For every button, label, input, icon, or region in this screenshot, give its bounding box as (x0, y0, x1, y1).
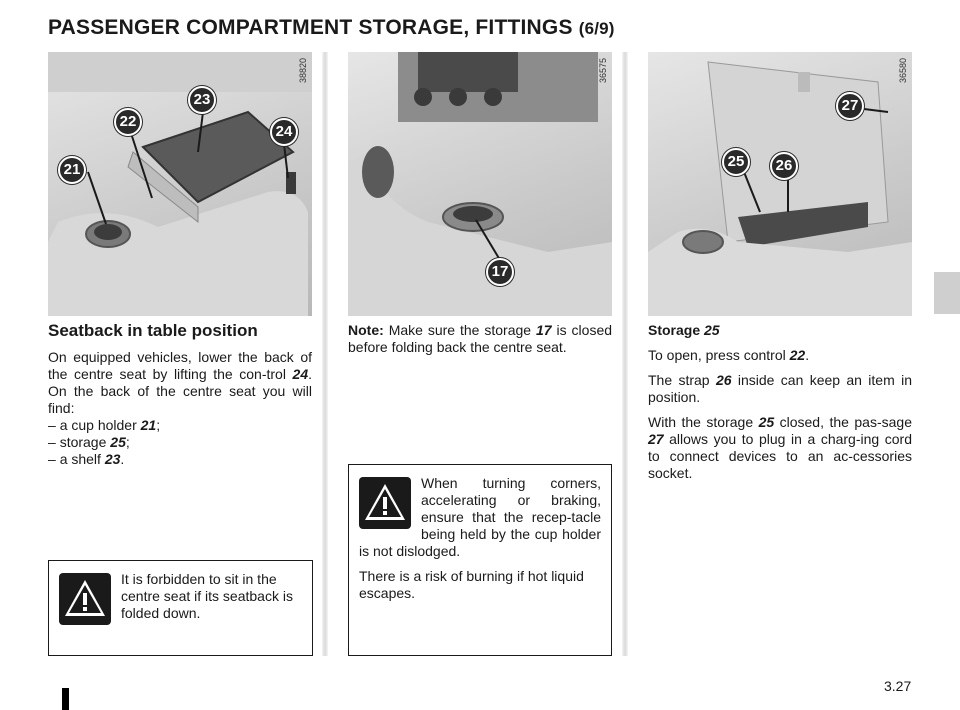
callout-22: 22 (114, 108, 142, 136)
storage-heading: Storage 25 (648, 322, 912, 339)
section-heading: Seatback in table position (48, 321, 258, 340)
text-span: . (805, 347, 810, 363)
text-span: inside can keep an item in position. (648, 372, 912, 405)
callout-24: 24 (270, 118, 298, 146)
right-column-text: Storage 25 To open, press control 22. Th… (648, 322, 912, 490)
ref-24: 24 (292, 366, 309, 382)
list-item-ref: 21 (140, 417, 157, 433)
list-item-label: a cup holder (59, 417, 141, 433)
list-item: a cup holder 21; (48, 417, 312, 434)
storage-note: Note: Make sure the storage 17 is closed… (348, 322, 612, 356)
callout-17: 17 (486, 258, 514, 286)
figure-storage-compartment: 36580 25 26 27 (648, 52, 912, 316)
ref-25: 25 (704, 322, 720, 338)
intro-text-b: . On the back of the centre seat you wil… (48, 366, 312, 416)
section-tab (934, 272, 960, 314)
callout-25: 25 (722, 148, 750, 176)
seatback-intro: On equipped vehicles, lower the back of … (48, 349, 312, 417)
figure-ref: 38820 (298, 58, 308, 84)
corner-mark (62, 688, 69, 710)
middle-column-text: Note: Make sure the storage 17 is closed… (348, 322, 612, 364)
list-item-end: . (120, 451, 125, 467)
page-number: 3.27 (884, 678, 912, 694)
figure-cup-holder: 36575 17 (348, 52, 612, 316)
warning-icon (359, 477, 411, 529)
left-column-text: Seatback in table position On equipped v… (48, 322, 312, 468)
figure-seatback-table-drawing (48, 52, 312, 316)
strap-text: The strap 26 inside can keep an item in … (648, 372, 912, 406)
storage-open-text: To open, press control 22. (648, 347, 912, 364)
callout-21: 21 (58, 156, 86, 184)
figure-cup-holder-drawing (348, 52, 612, 316)
warning-text-1: When turning corners, accelerating or br… (359, 475, 601, 559)
text-span: With the storage (648, 414, 759, 430)
storage-label: Storage (648, 322, 705, 338)
warning-icon (59, 573, 111, 625)
figure-storage-compartment-drawing (648, 61, 912, 316)
note-label: Note: (348, 322, 384, 338)
warning-text-2: There is a risk of burning if hot liquid… (359, 568, 584, 601)
note-text-b: is closed before folding back the centre… (348, 322, 613, 355)
ref-25: 25 (758, 414, 775, 430)
list-item-ref: 25 (110, 434, 126, 450)
list-item: storage 25; (48, 434, 312, 451)
warning-text: It is forbidden to sit in the centre sea… (121, 571, 293, 621)
figure-ref: 36580 (898, 58, 908, 84)
text-span: The strap (648, 372, 716, 388)
text-span: To open, press control (648, 347, 790, 363)
list-item-label: storage (59, 434, 111, 450)
ref-26: 26 (715, 372, 732, 388)
figure-seatback-table: 38820 21 22 23 24 (48, 52, 312, 316)
page-title: PASSENGER COMPARTMENT STORAGE, FITTINGS … (48, 16, 615, 40)
list-item-end: ; (125, 434, 130, 450)
column-divider-2 (622, 52, 628, 656)
figure-ref: 36575 (598, 58, 608, 84)
intro-text-a: On equipped vehicles, lower the back of … (48, 349, 312, 382)
warning-box-cup-holder: When turning corners, accelerating or br… (348, 464, 612, 656)
page-title-text: PASSENGER COMPARTMENT STORAGE, FITTINGS (48, 16, 573, 39)
note-text-a: Make sure the storage (383, 322, 537, 338)
list-item-end: ; (156, 417, 161, 433)
column-divider-1 (322, 52, 328, 656)
list-item: a shelf 23. (48, 451, 312, 468)
ref-17: 17 (536, 322, 552, 338)
page-title-suffix: (6/9) (578, 19, 615, 38)
warning-box-seatback: It is forbidden to sit in the centre sea… (48, 560, 313, 656)
passage-text: With the storage 25 closed, the pas-sage… (648, 414, 912, 482)
seatback-features-list: a cup holder 21; storage 25; a shelf 23. (48, 417, 312, 468)
text-span: allows you to plug in a charg-ing cord t… (648, 431, 912, 481)
ref-27: 27 (648, 431, 664, 447)
list-item-label: a shelf (59, 451, 105, 467)
callout-26: 26 (770, 152, 798, 180)
callout-27: 27 (836, 92, 864, 120)
text-span: closed, the pas-sage (774, 414, 912, 430)
ref-22: 22 (789, 347, 806, 363)
callout-23: 23 (188, 86, 216, 114)
list-item-ref: 23 (104, 451, 121, 467)
